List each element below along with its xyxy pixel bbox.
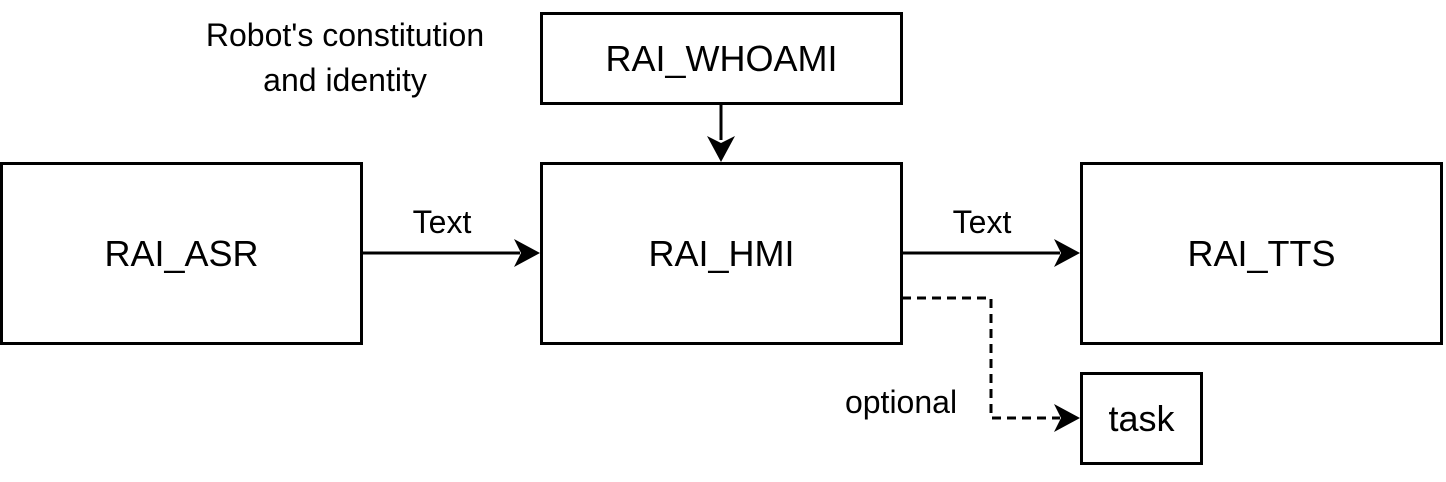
arrowhead-icon xyxy=(1054,404,1080,432)
edge-label-hmi-to-task: optional xyxy=(844,384,958,420)
node-task-label: task xyxy=(1108,397,1175,439)
node-task: task xyxy=(1080,372,1203,465)
node-asr-label: RAI_ASR xyxy=(104,232,259,274)
node-hmi-label: RAI_HMI xyxy=(648,232,795,274)
edge-whoami-to-hmi xyxy=(707,104,735,162)
edge-hmi-to-tts xyxy=(902,239,1080,267)
node-tts-label: RAI_TTS xyxy=(1187,232,1336,274)
arrowhead-icon xyxy=(1054,239,1080,267)
node-tts: RAI_TTS xyxy=(1080,162,1443,345)
edge-label-asr-to-hmi: Text xyxy=(412,204,472,240)
identity-annotation-line2: and identity xyxy=(263,61,427,98)
node-whoami-label: RAI_WHOAMI xyxy=(605,37,838,79)
node-hmi: RAI_HMI xyxy=(540,162,903,345)
edge-label-hmi-to-tts: Text xyxy=(952,204,1012,240)
arrowhead-icon xyxy=(707,136,735,162)
node-asr: RAI_ASR xyxy=(0,162,363,345)
edge-asr-to-hmi xyxy=(362,239,540,267)
edge-hmi-to-task xyxy=(902,296,1080,432)
arrowhead-icon xyxy=(514,239,540,267)
identity-annotation-line1: Robot's constitution xyxy=(205,17,485,53)
identity-annotation: Robot's constitution and identity xyxy=(165,13,525,103)
node-whoami: RAI_WHOAMI xyxy=(540,12,903,105)
